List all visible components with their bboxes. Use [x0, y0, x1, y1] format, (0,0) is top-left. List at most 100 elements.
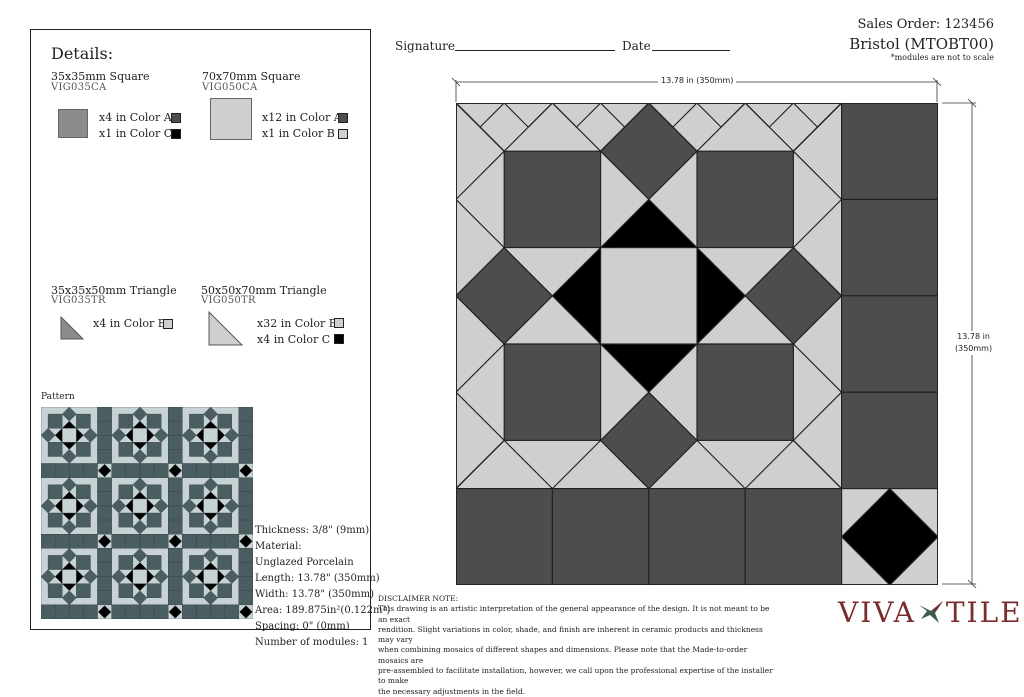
pattern-strip-tile [111, 534, 126, 549]
pattern-dark-square [76, 413, 91, 429]
brand-right: TILE [945, 596, 1023, 629]
pattern-diamond [203, 590, 218, 606]
pattern-strip-tile [196, 463, 211, 478]
pattern-corner-diamond [239, 605, 253, 619]
disclaimer-line: the necessary adjustments in the field. [378, 686, 526, 696]
light-triangle [600, 149, 650, 249]
pattern-corner-diamond [168, 534, 182, 548]
pattern-dark-square [118, 442, 134, 457]
pattern-strip-tile [97, 435, 112, 450]
pattern-strip-tile [168, 519, 183, 535]
pattern-strip-tile [238, 420, 253, 436]
dimension-side-mm: (350mm) [955, 344, 993, 353]
pattern-strip-tile [168, 548, 183, 563]
pattern-strip-tile [97, 562, 112, 577]
square-small-swatch [58, 109, 88, 138]
pattern-strip-tile [238, 519, 253, 535]
pattern-strip-tile [168, 576, 183, 591]
pattern-diamond [203, 548, 218, 563]
pattern-corner-diamond [97, 463, 112, 478]
pattern-strip-tile [153, 534, 169, 549]
dark-square [503, 150, 602, 249]
module-name: 35x35mm Square [51, 70, 150, 83]
pattern-strip-tile [41, 463, 56, 478]
brand-logo: VIVA TILE [838, 596, 1023, 629]
pattern-center-square [132, 498, 148, 514]
date-line[interactable] [652, 38, 730, 51]
pattern-strip-tile [182, 534, 197, 549]
pattern-strip-tile [97, 477, 112, 492]
date-label: Date [622, 39, 651, 53]
pattern-strip-tile [83, 604, 98, 619]
pattern-strip-tile [83, 534, 98, 549]
pattern-dark-square [118, 512, 134, 528]
pattern-dark-square [118, 413, 134, 429]
pattern-dark-square [146, 512, 162, 528]
pattern-strip-tile [97, 407, 112, 422]
pattern-dark-square [47, 512, 63, 528]
pattern-dark-square [189, 555, 204, 570]
pattern-diamond [132, 477, 148, 493]
pattern-diamond [61, 407, 77, 422]
pattern-strip-tile [111, 463, 126, 478]
pattern-diamond [132, 548, 148, 563]
pattern-dark-square [47, 442, 63, 457]
color-a-swatch [338, 113, 348, 123]
dark-square [696, 150, 794, 249]
pattern-dark-square [47, 413, 63, 429]
tile-drawing [456, 103, 938, 585]
pattern-strip-tile [97, 519, 112, 535]
pattern-strip-tile [238, 407, 253, 422]
module-qty: x4 in Color C [257, 333, 331, 346]
pattern-strip-tile [97, 548, 112, 563]
signature-line[interactable] [455, 38, 615, 51]
disclaimer-title: DISCLAIMER NOTE: [378, 594, 459, 603]
color-b-swatch [334, 318, 344, 328]
pattern-center-square [62, 428, 77, 443]
pattern-dark-square [76, 555, 91, 570]
dimension-top-label: 13.78 in (350mm) [658, 76, 737, 85]
pattern-strip-tile [224, 604, 240, 619]
light-triangle [502, 247, 602, 297]
pattern-strip-tile [97, 576, 112, 591]
color-b-swatch [163, 319, 173, 329]
pattern-strip-tile [97, 420, 112, 436]
pattern-dark-square [76, 512, 91, 528]
pattern-strip-tile [196, 534, 211, 549]
pattern-strip-tile [83, 463, 98, 478]
dimension-side-inches: 13.78 in [957, 332, 990, 341]
pattern-corner-diamond [168, 463, 182, 478]
product-title: Bristol (MTOBT00) [849, 35, 994, 53]
pattern-strip-tile [168, 505, 183, 521]
pattern-dark-square [118, 484, 134, 500]
pattern-center-square [62, 498, 77, 514]
pattern-dark-square [189, 583, 204, 598]
spec-spacing: Spacing: 0" (0mm) [255, 621, 350, 632]
pattern-strip-tile [238, 477, 253, 492]
pattern-strip-tile [238, 590, 253, 606]
module-code: VIG050CA [202, 82, 258, 93]
pattern-diamond [203, 449, 218, 464]
color-c-swatch [334, 334, 344, 344]
module-code: VIG050TR [201, 295, 256, 306]
disclaimer: DISCLAIMER NOTE: This drawing is an arti… [378, 594, 778, 697]
pattern-strip-tile [182, 604, 197, 619]
brand-left: VIVA [838, 596, 916, 629]
pattern-dark-square [217, 512, 232, 528]
pattern-strip-tile [210, 534, 225, 549]
pattern-diamond [61, 477, 77, 493]
pattern-diamond [203, 407, 218, 422]
pattern-diamond [132, 519, 148, 535]
pattern-center-square [203, 569, 218, 584]
pattern-diamond [203, 477, 218, 493]
pattern-strip-tile [97, 491, 112, 507]
pattern-specs: Thickness: 3/8" (9mm) Material: Unglazed… [255, 523, 390, 651]
pattern-strip-tile [54, 604, 70, 619]
pattern-center-square [132, 428, 148, 443]
scale-note: *modules are not to scale [890, 53, 994, 62]
module-code: VIG035TR [51, 295, 106, 306]
pattern-strip-tile [139, 463, 155, 478]
pattern-strip-tile [125, 463, 141, 478]
spec-width: Width: 13.78" (350mm) [255, 589, 374, 600]
spec-length: Length: 13.78" (350mm) [255, 573, 380, 584]
